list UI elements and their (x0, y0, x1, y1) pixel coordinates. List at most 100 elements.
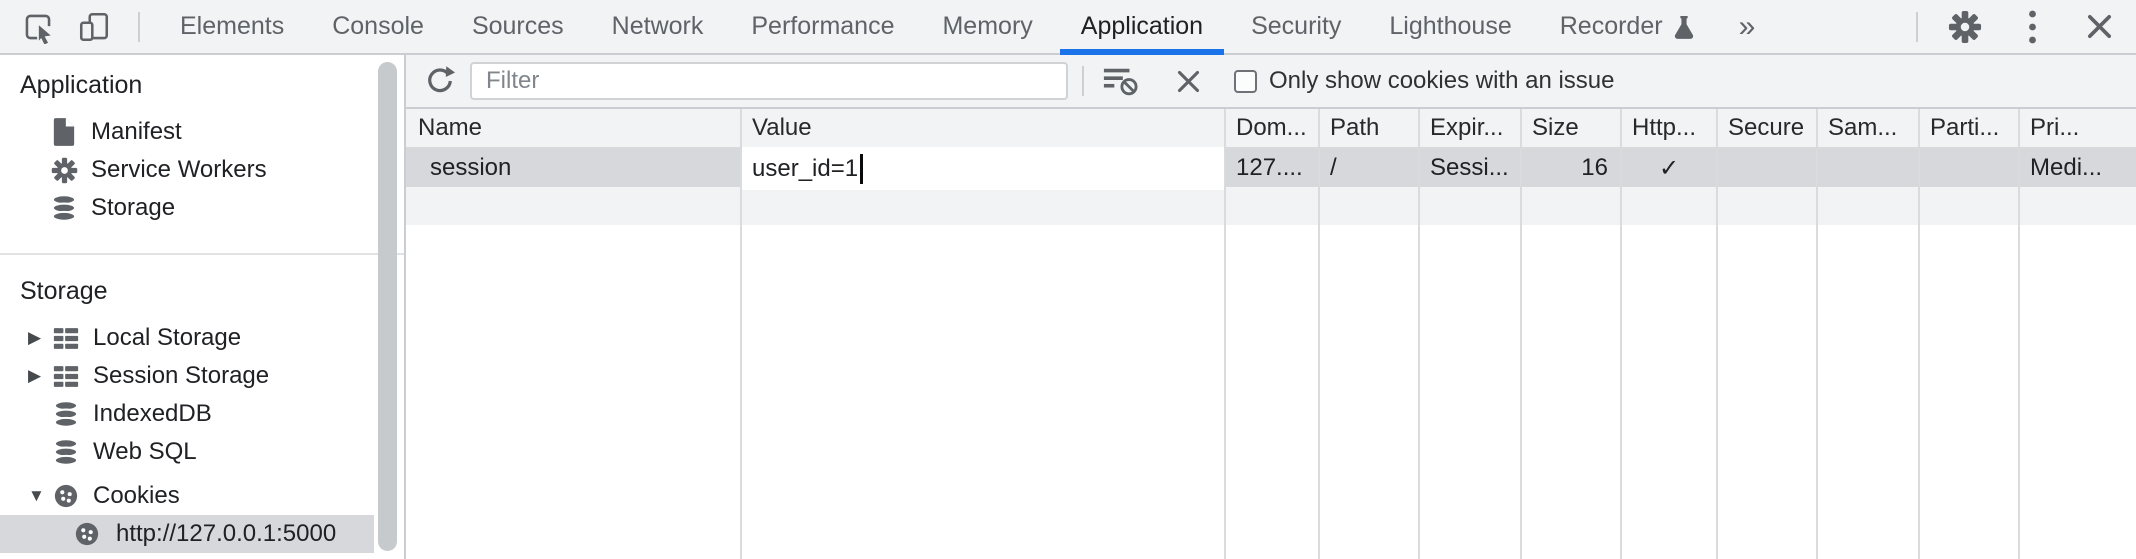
tab-lighthouse[interactable]: Lighthouse (1389, 12, 1512, 40)
sidebar-item-cookies[interactable]: ▼ Cookies (0, 477, 374, 515)
document-icon (50, 117, 78, 147)
cookie-priority-cell[interactable]: Medi... (2030, 154, 2103, 181)
cookie-size-cell[interactable]: 16 (1522, 149, 1622, 187)
inspect-cursor-icon (25, 14, 55, 44)
close-devtools-button[interactable] (2079, 5, 2119, 49)
delete-selected-button[interactable] (1168, 59, 1208, 103)
tabbar-divider (138, 11, 140, 42)
cookie-name-cell[interactable]: session (406, 149, 742, 187)
column-header-httponly[interactable]: Http... (1622, 109, 1718, 147)
cookie-icon (73, 521, 101, 547)
column-header-expires[interactable]: Expir... (1420, 109, 1522, 147)
cookie-value-editor[interactable]: user_id=1 (742, 147, 1226, 190)
database-icon (52, 400, 80, 428)
column-header-name[interactable]: Name (406, 109, 742, 147)
application-sidebar: Application Manifest (0, 55, 406, 559)
table-icon (52, 364, 80, 389)
only-issue-cookies-checkbox[interactable] (1234, 69, 1257, 93)
column-header-path[interactable]: Path (1320, 109, 1420, 147)
tab-recorder-label: Recorder (1559, 12, 1663, 40)
table-icon (52, 326, 80, 351)
tab-application[interactable]: Application (1057, 0, 1227, 55)
text-caret (860, 153, 864, 184)
more-tabs-button[interactable]: » (1738, 9, 1756, 43)
settings-button[interactable] (1945, 5, 1985, 49)
sidebar-item-label: IndexedDB (93, 400, 212, 427)
tabbar-left-icons (0, 0, 140, 53)
column-header-secure[interactable]: Secure (1718, 109, 1818, 147)
collapse-arrow-icon[interactable]: ▼ (28, 486, 45, 505)
sidebar-scrollbar-thumb[interactable] (378, 62, 397, 551)
sidebar-item-label: Local Storage (93, 324, 242, 351)
sidebar-item-indexeddb[interactable]: IndexedDB (0, 395, 374, 433)
column-header-partitioned[interactable]: Parti... (1920, 109, 2020, 147)
column-header-size[interactable]: Size (1522, 109, 1622, 147)
expand-arrow-icon[interactable]: ▶ (28, 366, 42, 385)
sidebar-item-manifest[interactable]: Manifest (0, 113, 374, 151)
toolbar-divider (1082, 66, 1084, 96)
device-toolbar-icon (79, 12, 109, 41)
inspect-element-button[interactable] (18, 5, 58, 49)
tabbar-right-divider (1916, 11, 1918, 42)
clear-all-cookies-button[interactable] (1100, 59, 1140, 103)
sidebar-item-session-storage[interactable]: ▶ Session Storage (0, 357, 374, 395)
sidebar-item-service-workers[interactable]: Service Workers (0, 151, 374, 189)
kebab-menu-button[interactable] (2012, 5, 2052, 49)
cookie-row-session[interactable]: session user_id=1 127.... / Sessi... 16 … (406, 147, 2136, 190)
sidebar-item-web-sql[interactable]: Web SQL (0, 433, 374, 471)
column-header-domain[interactable]: Dom... (1226, 109, 1320, 147)
sidebar-item-label: Session Storage (93, 362, 270, 389)
close-icon (2087, 14, 2111, 39)
cookie-origin-label: http://127.0.0.1:5000 (116, 520, 337, 547)
column-header-samesite[interactable]: Sam... (1818, 109, 1920, 147)
expand-arrow-icon[interactable]: ▶ (28, 328, 42, 347)
tab-network[interactable]: Network (611, 12, 704, 40)
cookie-samesite-cell[interactable] (1818, 149, 1920, 187)
tab-console[interactable]: Console (332, 12, 424, 40)
sidebar-section-divider (0, 253, 404, 255)
tab-memory[interactable]: Memory (942, 12, 1033, 40)
sidebar-item-label: Cookies (93, 482, 180, 509)
tab-sources[interactable]: Sources (471, 12, 564, 40)
cookie-domain-cell[interactable]: 127.... (1226, 149, 1320, 187)
cookie-httponly-cell[interactable]: ✓ (1622, 149, 1718, 187)
table-empty-area (406, 225, 2136, 559)
cookie-table-header: Name Value Dom... Path Expir... Size Htt… (406, 109, 2136, 149)
clear-list-icon (1103, 68, 1138, 96)
panel-tabs: Elements Console Sources Network Perform… (156, 0, 1775, 55)
sidebar-item-cookie-origin[interactable]: http://127.0.0.1:5000 (0, 515, 374, 553)
tabbar-right-controls (1916, 5, 2136, 49)
tab-recorder[interactable]: Recorder (1536, 0, 1719, 53)
sidebar-item-storage[interactable]: Storage (0, 189, 374, 227)
refresh-button[interactable] (420, 59, 460, 103)
sidebar-item-label: Service Workers (91, 156, 267, 183)
cookie-icon (52, 483, 80, 509)
cookie-secure-cell[interactable] (1718, 149, 1818, 187)
sidebar-item-label: Storage (91, 194, 176, 221)
empty-table-row[interactable] (406, 187, 2136, 225)
refresh-icon (428, 66, 456, 93)
device-toolbar-button[interactable] (74, 5, 114, 49)
cookies-panel: Only show cookies with an issue Name Val… (406, 55, 2136, 559)
tab-performance[interactable]: Performance (751, 12, 895, 40)
cookie-partitioned-cell[interactable] (1920, 149, 2020, 187)
sidebar-item-label: Web SQL (93, 438, 197, 465)
cookies-toolbar: Only show cookies with an issue (406, 55, 2136, 109)
section-title-application: Application (20, 70, 143, 99)
sidebar-item-local-storage[interactable]: ▶ Local Storage (0, 319, 374, 357)
tabbar: Elements Console Sources Network Perform… (0, 0, 2136, 55)
database-icon (52, 438, 80, 466)
cookie-path-cell[interactable]: / (1320, 149, 1420, 187)
tab-elements[interactable]: Elements (180, 12, 285, 40)
kebab-menu-icon (2028, 10, 2036, 43)
column-header-value[interactable]: Value (742, 109, 1226, 147)
database-icon (50, 194, 78, 222)
cookie-expires-cell[interactable]: Sessi... (1420, 149, 1522, 187)
filter-input[interactable] (470, 62, 1068, 100)
cookie-value-text: user_id=1 (752, 154, 859, 182)
tab-security[interactable]: Security (1251, 12, 1342, 40)
column-header-priority[interactable]: Pri... (2030, 114, 2080, 141)
sidebar-item-label: Manifest (91, 118, 182, 145)
section-title-storage: Storage (20, 276, 108, 305)
